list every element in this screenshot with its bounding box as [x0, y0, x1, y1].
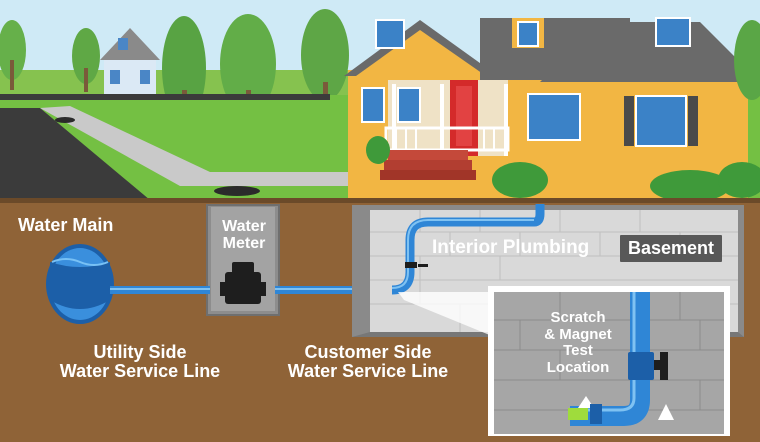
test-location-line2: & Magnet [544, 325, 612, 343]
meter-lid [214, 186, 260, 196]
test-location-inset [488, 286, 730, 436]
customer-side-label-line1: Customer Side [304, 342, 432, 362]
water-meter-label-line2: Meter [222, 235, 266, 253]
water-main-label: Water Main [18, 215, 114, 235]
utility-side-label: Utility Side Water Service Line [30, 342, 250, 382]
basement-badge: Basement [620, 235, 723, 262]
test-location-line3: Test [563, 342, 593, 359]
test-location-line4: Location [546, 358, 610, 376]
customer-side-label: Customer Side Water Service Line [258, 342, 478, 382]
road [0, 108, 150, 200]
main-house [344, 17, 760, 202]
curb [0, 94, 330, 100]
test-location-label: Scratch & Magnet Test Location [530, 309, 626, 376]
tree-right [734, 20, 760, 100]
interior-plumbing-label: Interior Plumbing [432, 237, 590, 258]
meter-device [220, 262, 266, 304]
water-meter-label: Water Meter [209, 218, 279, 253]
interior-pipe [391, 204, 545, 295]
callout-wedge [398, 292, 492, 336]
ground-line [0, 198, 760, 203]
water-main-pipe [46, 244, 114, 324]
test-location-line1: Scratch [550, 309, 606, 326]
water-meter-label-line1: Water [222, 218, 266, 235]
customer-side-label-line2: Water Service Line [287, 361, 449, 382]
utility-side-label-line1: Utility Side [93, 342, 187, 362]
main-valve-lid [55, 117, 75, 123]
utility-side-label-line2: Water Service Line [59, 361, 221, 382]
